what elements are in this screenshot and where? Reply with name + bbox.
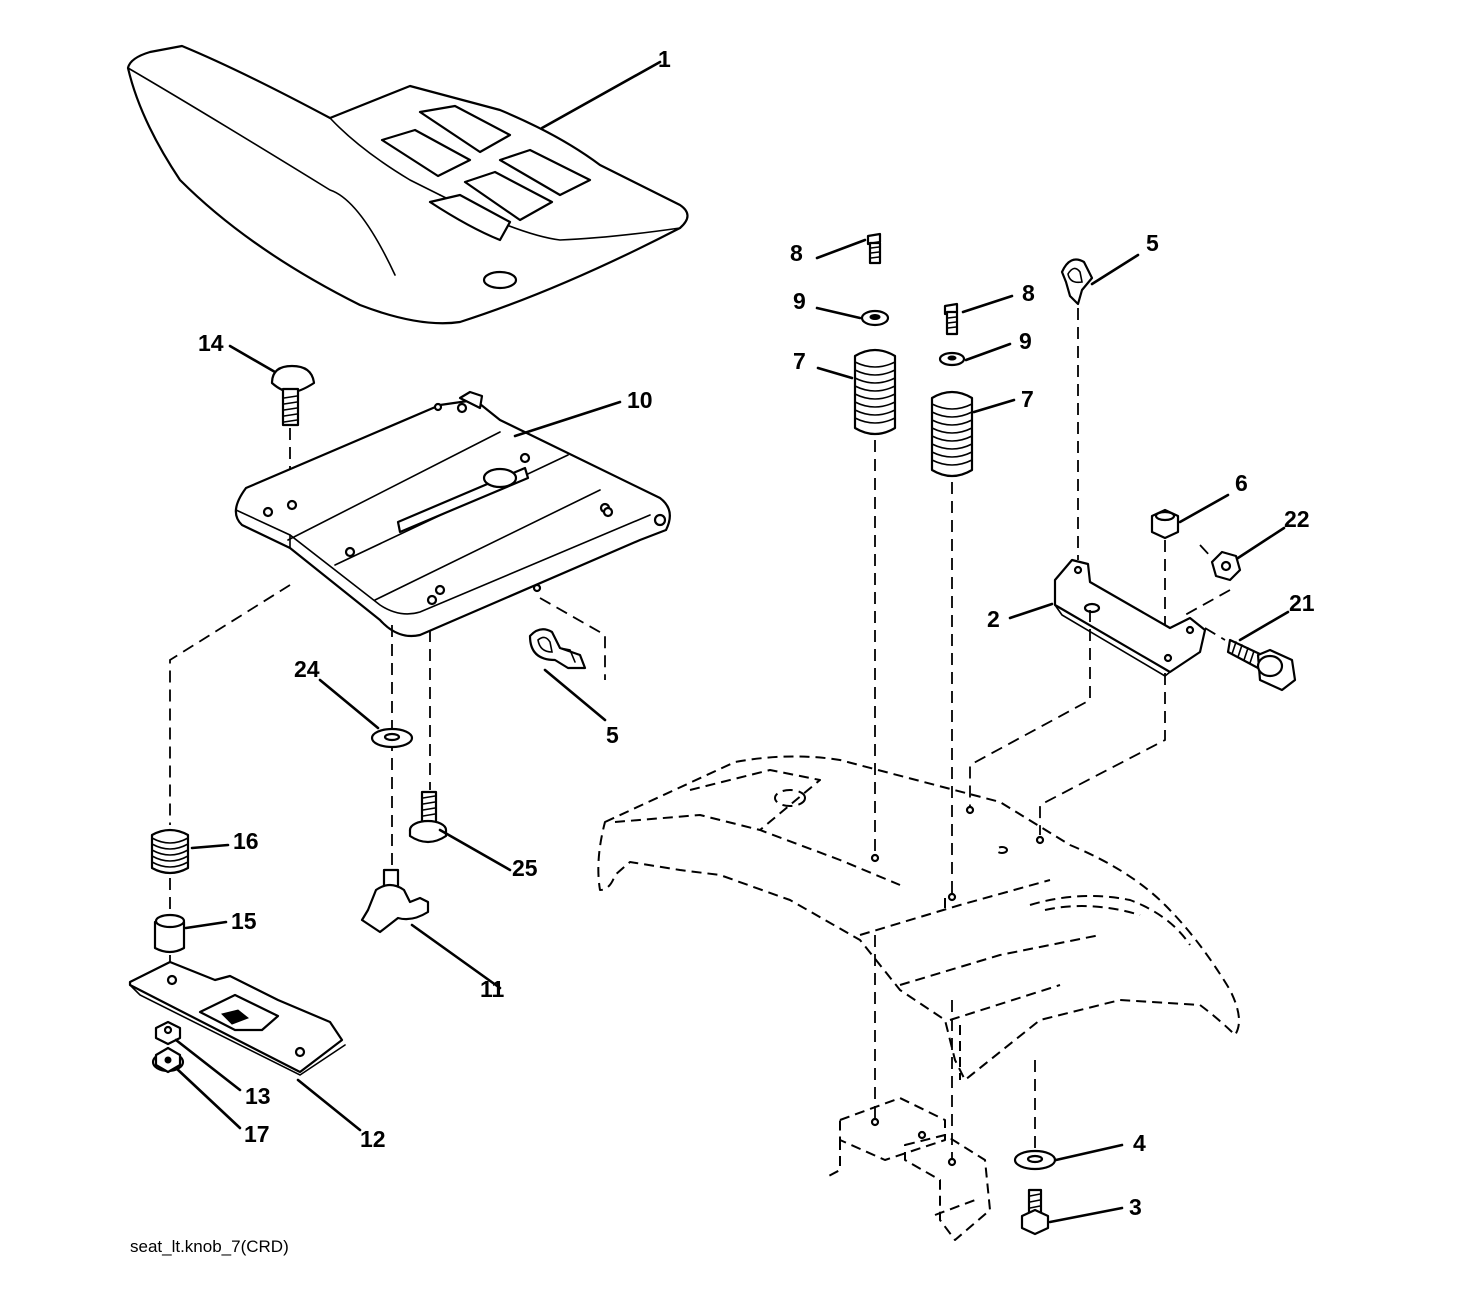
callout-7-right: 7 (1021, 386, 1034, 412)
shoulder-bolt-part-25 (408, 790, 512, 872)
seat-pan-part-10 (169, 270, 671, 870)
callout-2: 2 (987, 606, 1000, 632)
knob-part-11 (360, 868, 502, 990)
callout-24: 24 (294, 656, 320, 682)
bolt-part-3 (1020, 1188, 1124, 1236)
spacer-part-15 (153, 913, 228, 995)
nut-part-13 (154, 1020, 242, 1092)
callout-15: 15 (231, 908, 257, 934)
callout-8-right: 8 (1022, 280, 1035, 306)
callout-1: 1 (658, 46, 671, 72)
callout-4: 4 (1133, 1130, 1146, 1156)
callout-14: 14 (198, 330, 224, 356)
callout-25: 25 (512, 855, 538, 881)
lower-brackets-ghost (824, 1097, 991, 1241)
bracket-part-2 (969, 558, 1207, 810)
carriage-bolt-part-14 (228, 344, 316, 505)
flange-nut-part-17 (151, 1046, 242, 1130)
washer-part-4 (1013, 1143, 1124, 1171)
spring-stack-right (930, 294, 1016, 895)
callout-6: 6 (1235, 470, 1248, 496)
washer-part-24 (318, 678, 414, 749)
callout-13: 13 (245, 1083, 271, 1109)
slide-plate-part-12 (128, 960, 362, 1132)
callout-22: 22 (1284, 506, 1310, 532)
callout-9-left: 9 (793, 288, 806, 314)
spring-part-16 (150, 828, 230, 912)
frame-ghost (597, 755, 1240, 1158)
diagram-caption: seat_lt.knob_7(CRD) (130, 1237, 289, 1256)
spring-stack-left (815, 232, 897, 860)
callout-5-left: 5 (606, 722, 619, 748)
seat-part-1 (126, 44, 689, 325)
callout-5-right: 5 (1146, 230, 1159, 256)
callout-11: 11 (480, 976, 505, 1002)
clip-part-5-left (528, 628, 607, 722)
clip-part-5-right (1060, 253, 1140, 560)
callout-labels: 1 14 10 5 24 25 16 15 11 13 17 12 8 9 7 … (198, 46, 1315, 1220)
callout-9-right: 9 (1019, 328, 1032, 354)
nut-part-22 (1184, 526, 1286, 616)
shoulder-bolt-part-21 (1204, 610, 1297, 692)
callout-8-left: 8 (790, 240, 803, 266)
callout-12: 12 (360, 1126, 386, 1152)
callout-17: 17 (244, 1121, 270, 1147)
callout-21: 21 (1289, 590, 1315, 616)
callout-3: 3 (1129, 1194, 1142, 1220)
callout-10: 10 (627, 387, 653, 413)
callout-7-left: 7 (793, 348, 806, 374)
callout-16: 16 (233, 828, 259, 854)
